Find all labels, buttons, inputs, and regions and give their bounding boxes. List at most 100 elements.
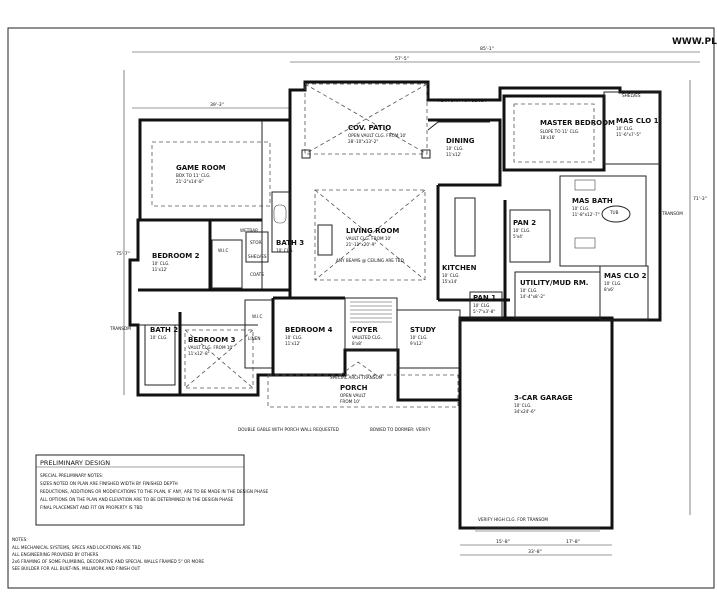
design-line-4: ALL OPTIONS ON THE PLAN AND ELEVATION AR… bbox=[40, 497, 233, 502]
sink bbox=[574, 179, 596, 191]
foyer-clg: VAULTED CLG. bbox=[352, 335, 382, 340]
dim-top-right: 57'-5" bbox=[395, 56, 409, 62]
toilet bbox=[273, 204, 287, 224]
column bbox=[421, 149, 431, 159]
sink bbox=[574, 237, 596, 249]
tub-label: TUB bbox=[609, 210, 619, 215]
stairs bbox=[350, 301, 392, 323]
shelves-label: SHELVES bbox=[248, 254, 267, 259]
sheet-border bbox=[7, 27, 715, 589]
foyer-size: 8'x8' bbox=[352, 341, 362, 346]
note-2: ALL ENGINEERING PROVIDED BY OTHERS bbox=[12, 552, 99, 557]
dining-clg: 10' CLG. bbox=[446, 146, 464, 151]
mas-clo1-wall bbox=[603, 91, 661, 165]
label-bath2: BATH 2 bbox=[150, 326, 178, 334]
note-4: SEE BUILDER FOR ALL BUILT-INS, MILLWORK … bbox=[12, 566, 141, 571]
living-vault bbox=[314, 189, 426, 281]
label-pan2: PAN 2 bbox=[513, 219, 536, 227]
study-clg: 10' CLG. bbox=[410, 335, 428, 340]
transom-right: TRANSOM bbox=[661, 211, 683, 216]
patio-clg: OPEN VAULT CLG. FROM 10' bbox=[348, 133, 406, 138]
wic-bed3 bbox=[244, 299, 274, 369]
label-master-bedroom: MASTER BEDROOM bbox=[540, 119, 615, 127]
bed3-size: 11'x12'-8" bbox=[188, 351, 210, 356]
stor-label: STOR. bbox=[250, 240, 263, 245]
label-study: STUDY bbox=[410, 326, 437, 334]
game-room-clg: BOX TO 11' CLG. bbox=[176, 173, 211, 178]
master-tray bbox=[513, 103, 595, 163]
game-room-box bbox=[151, 141, 271, 207]
bed4-size: 11'x12' bbox=[285, 341, 300, 346]
label-cov-patio: COV. PATIO bbox=[348, 124, 391, 132]
pan2-wall bbox=[509, 209, 551, 263]
dim-garage-total: 33'-8" bbox=[528, 549, 542, 555]
dim-right-depth: 71'-3" bbox=[693, 196, 707, 202]
pan2-clg: 10' CLG. bbox=[513, 228, 531, 233]
pan1-size: 5'-7"x3'-8" bbox=[473, 309, 495, 314]
study-wall bbox=[396, 309, 461, 369]
label-kitchen: KITCHEN bbox=[442, 264, 477, 272]
label-pan1: PAN 1 bbox=[473, 294, 496, 302]
bed4-clg: 10' CLG. bbox=[285, 335, 303, 340]
fireplace bbox=[317, 224, 333, 256]
brand-watermark: WWW.PLA bbox=[672, 37, 717, 47]
stor-box bbox=[245, 231, 269, 263]
patio-size: 28'-10"x13'-2" bbox=[348, 139, 378, 144]
wic-label-bed2: W.I.C bbox=[218, 248, 229, 253]
bath2-clg: 10' CLG. bbox=[150, 335, 168, 340]
pan2-size: 5'x4' bbox=[513, 234, 523, 239]
label-dining: DINING bbox=[446, 137, 475, 145]
kitchen-size: 15'x14' bbox=[442, 279, 457, 284]
living-vault-x2 bbox=[314, 189, 426, 281]
porch-gable bbox=[339, 361, 377, 376]
utility-size: 14'-4"x8'-2" bbox=[520, 294, 545, 299]
mas-clo2-wall bbox=[599, 265, 649, 321]
porch-note: DOUBLE GABLE WITH PORCH WALL REQUESTED bbox=[238, 427, 339, 432]
dim-overall: 85'-1" bbox=[480, 46, 494, 52]
design-line-5: FINAL PLACEMENT AND FIT ON PROPERTY IS T… bbox=[40, 505, 143, 510]
dim-garage-w2: 17'-8" bbox=[566, 539, 580, 545]
wic-bed2 bbox=[211, 239, 243, 289]
linen-label: LINEN bbox=[248, 336, 260, 341]
porch-outline bbox=[267, 374, 459, 408]
mas-clo2-size: 8'x6' bbox=[604, 287, 614, 292]
dining-size: 11'x12' bbox=[446, 152, 461, 157]
design-line-1: SPECIAL PRELIMINARY NOTES: bbox=[40, 473, 103, 478]
bed3-vault-x2 bbox=[184, 329, 254, 389]
label-mas-clo1: MAS CLO 1 bbox=[616, 117, 659, 125]
label-game-room: GAME ROOM bbox=[176, 164, 226, 172]
dining-bay bbox=[427, 121, 490, 131]
kitchen-island bbox=[454, 197, 476, 257]
notes-title: NOTES: bbox=[12, 537, 28, 542]
wic-label-bed3: W.I.C bbox=[252, 314, 263, 319]
mas-bath-wall bbox=[559, 175, 647, 267]
garage-wall bbox=[458, 318, 614, 530]
garage-size: 34'x24'-6" bbox=[514, 409, 536, 414]
mas-bath-size: 11'-8"x12'-7" bbox=[572, 212, 600, 217]
porch-clg: OPEN VAULT bbox=[340, 393, 366, 398]
label-bedroom4: BEDROOM 4 bbox=[285, 326, 333, 334]
bowed-note: BOWED TO DORMER: VERIFY bbox=[370, 427, 431, 432]
platform-label: PLATFORM FOR BENCH bbox=[438, 98, 486, 103]
pan1-clg: 10' CLG. bbox=[473, 303, 491, 308]
design-box-title: PRELIMINARY DESIGN bbox=[40, 459, 110, 467]
garage-clg: 10' CLG. bbox=[514, 403, 532, 408]
bed2-size: 11'x12' bbox=[152, 267, 167, 272]
mas-bath-clg: 10' CLG. bbox=[572, 206, 590, 211]
label-bedroom2: BEDROOM 2 bbox=[152, 252, 200, 260]
tub bbox=[601, 205, 631, 223]
dining-wall bbox=[428, 118, 502, 187]
mas-clo1-clg: 10' CLG. bbox=[616, 126, 634, 131]
label-living-room: LIVING ROOM bbox=[346, 227, 399, 235]
transom-left: TRANSOM bbox=[109, 326, 131, 331]
label-bath3: BATH 3 bbox=[276, 239, 304, 247]
design-line-3: REDUCTIONS, ADDITIONS OR MODIFICATIONS T… bbox=[40, 489, 268, 494]
wetbar-label: WETBAR bbox=[240, 228, 258, 233]
master-clg: SLOPE TO 11' CLG. bbox=[540, 129, 579, 134]
patio-outline bbox=[304, 83, 428, 155]
living-clg: VAULT CLG. FROM 10' bbox=[346, 236, 391, 241]
label-foyer: FOYER bbox=[352, 326, 378, 334]
label-bedroom3: BEDROOM 3 bbox=[188, 336, 236, 344]
living-size: 21'-11"x20'-9" bbox=[346, 242, 376, 247]
